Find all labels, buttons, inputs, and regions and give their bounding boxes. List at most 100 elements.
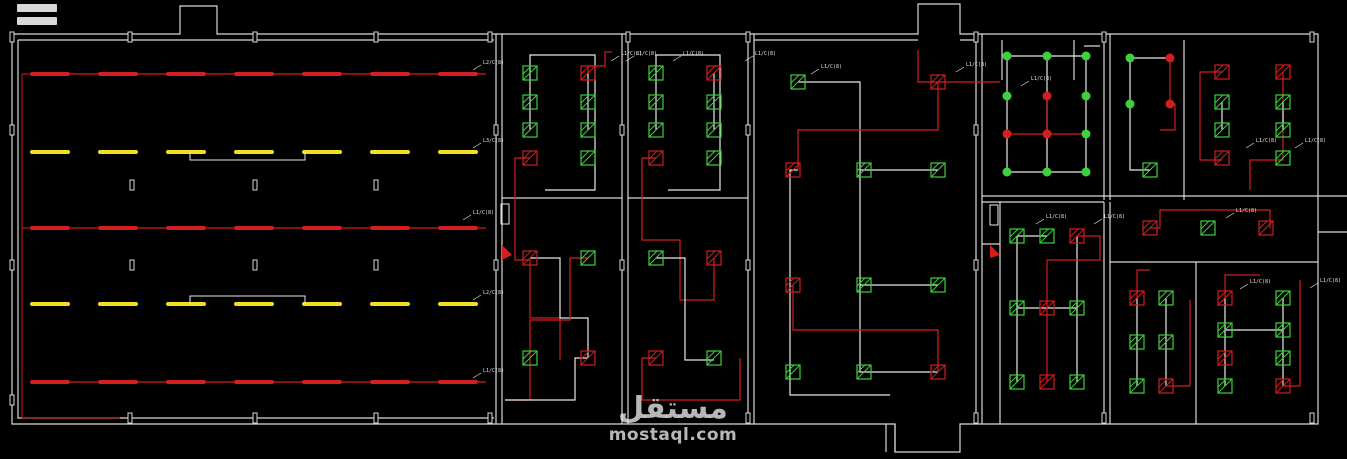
downlight-red bbox=[1165, 53, 1175, 63]
circuit-label: L1/C(8) bbox=[636, 51, 657, 57]
column bbox=[9, 394, 15, 406]
light-fixture-green bbox=[580, 94, 596, 110]
downlight-green bbox=[1081, 51, 1091, 61]
downlight-green bbox=[1042, 51, 1052, 61]
light-fixture-red bbox=[785, 162, 801, 178]
column bbox=[487, 31, 493, 43]
label-leader bbox=[672, 55, 682, 62]
light-fixture-green bbox=[1275, 150, 1291, 166]
light-fixture-red bbox=[1275, 378, 1291, 394]
menu-icon-top-bar[interactable] bbox=[17, 4, 57, 12]
light-fixture-red bbox=[522, 250, 538, 266]
column bbox=[9, 259, 15, 271]
fluorescent-fixture bbox=[438, 302, 478, 306]
circuit-label: L1/C(8) bbox=[473, 210, 494, 216]
light-fixture-red bbox=[648, 350, 664, 366]
downlight-green bbox=[1002, 51, 1012, 61]
column bbox=[973, 412, 979, 424]
light-fixture-green bbox=[1009, 300, 1025, 316]
column bbox=[373, 31, 379, 43]
circuit-wire bbox=[655, 73, 715, 130]
circuit-wire bbox=[656, 257, 714, 361]
circuit-wiring bbox=[505, 50, 1301, 401]
light-fixture-red bbox=[1258, 220, 1274, 236]
fluorescent-fixture bbox=[370, 380, 410, 384]
column bbox=[129, 179, 135, 191]
light-fixture-red bbox=[1217, 290, 1233, 306]
column bbox=[252, 179, 258, 191]
fluorescent-fixture bbox=[166, 72, 206, 76]
light-fixture-green bbox=[706, 94, 722, 110]
column bbox=[373, 259, 379, 271]
fluorescent-fixture bbox=[302, 226, 342, 230]
circuit-wire bbox=[587, 51, 612, 73]
light-fixture-green bbox=[1275, 290, 1291, 306]
light-fixture-red bbox=[648, 150, 664, 166]
circuit-label: L1/C(8) bbox=[1256, 138, 1277, 144]
circuit-wire bbox=[1221, 102, 1284, 130]
panel-board bbox=[989, 204, 999, 226]
light-fixture-red bbox=[1214, 64, 1230, 80]
fluorescent-fixture bbox=[234, 380, 274, 384]
circuit-wire bbox=[1007, 96, 1086, 135]
menu-icon-bottom-bar[interactable] bbox=[17, 17, 57, 25]
column bbox=[1101, 412, 1107, 424]
light-fixture-green bbox=[1069, 374, 1085, 390]
fluorescent-fixture bbox=[234, 150, 274, 154]
fluorescent-fixture bbox=[438, 150, 478, 154]
light-fixture-red bbox=[1142, 220, 1158, 236]
corridor-wall bbox=[982, 195, 1318, 203]
circuit-label: L1/C(8) bbox=[1104, 214, 1125, 220]
column bbox=[252, 412, 258, 424]
downlight-green bbox=[1125, 99, 1135, 109]
circuit-wire bbox=[917, 50, 1000, 83]
light-fixture-green bbox=[1069, 300, 1085, 316]
fluorescent-fixture bbox=[370, 302, 410, 306]
column bbox=[745, 31, 751, 43]
light-fixture-red bbox=[706, 250, 722, 266]
label-leader bbox=[1239, 283, 1249, 290]
circuit-label: L1/C(8) bbox=[683, 51, 704, 57]
light-fixture-green bbox=[706, 122, 722, 138]
downlight-red bbox=[1042, 129, 1052, 139]
downlight-green bbox=[1081, 167, 1091, 177]
light-fixture-green bbox=[1217, 322, 1233, 338]
light-fixture-red bbox=[1158, 378, 1174, 394]
column bbox=[1101, 31, 1107, 43]
column bbox=[127, 412, 133, 424]
partition-4 bbox=[975, 34, 983, 424]
column bbox=[973, 124, 979, 136]
circuit-wire bbox=[1136, 269, 1191, 387]
light-fixture-green bbox=[785, 364, 801, 380]
light-fixture-green bbox=[1214, 94, 1230, 110]
column bbox=[745, 259, 751, 271]
hall-connector bbox=[189, 152, 306, 161]
fluorescent-fixture bbox=[234, 72, 274, 76]
circuit-wire bbox=[655, 54, 721, 191]
circuit-wire bbox=[1046, 235, 1101, 382]
fluorescent-fixture bbox=[30, 72, 70, 76]
light-fixture-red bbox=[1214, 150, 1230, 166]
label-leader bbox=[610, 55, 620, 62]
watermark-latin: mostaql.com bbox=[608, 425, 738, 445]
label-leader bbox=[1020, 80, 1030, 87]
column bbox=[625, 31, 631, 43]
circuit-label: L2/C(8) bbox=[483, 60, 504, 66]
circuit-wire bbox=[1224, 298, 1284, 386]
column bbox=[745, 412, 751, 424]
circuit-label: L1/C(8) bbox=[1031, 76, 1052, 82]
circuit-label: L1/C(8) bbox=[755, 51, 776, 57]
light-fixture-green bbox=[1158, 290, 1174, 306]
circuit-wire bbox=[641, 157, 715, 301]
light-fixture-green bbox=[1200, 220, 1216, 236]
column bbox=[745, 124, 751, 136]
circuit-wire bbox=[529, 54, 596, 191]
fluorescent-fixture bbox=[166, 302, 206, 306]
circuit-wire bbox=[529, 73, 589, 130]
partition-1 bbox=[495, 34, 503, 424]
columns bbox=[9, 31, 1315, 424]
light-fixture-red bbox=[785, 277, 801, 293]
column bbox=[1309, 31, 1315, 43]
downlight-green bbox=[1042, 167, 1052, 177]
